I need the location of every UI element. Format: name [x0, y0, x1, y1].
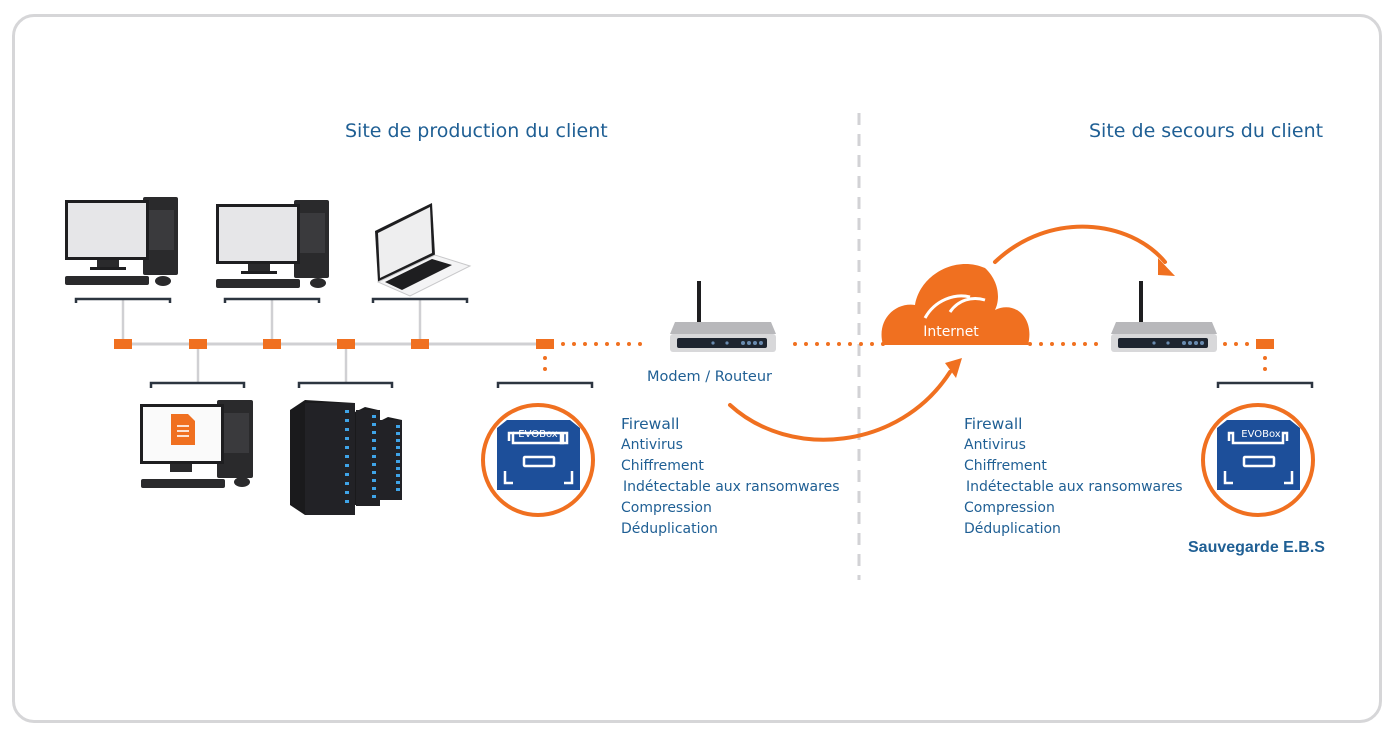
- bracket: [149, 381, 246, 388]
- arrowhead-icon: [1158, 258, 1175, 276]
- bracket: [496, 381, 594, 388]
- server-led: [372, 431, 376, 434]
- production-site-title: Site de production du client: [345, 120, 608, 142]
- bracket: [297, 381, 394, 388]
- server-led: [345, 455, 349, 458]
- port: [189, 339, 207, 349]
- arrow-to-backup-router: [993, 224, 1167, 264]
- feature-item: Chiffrement: [964, 458, 1047, 474]
- server-led: [345, 491, 349, 494]
- server-led: [372, 471, 376, 474]
- features-list-production: Firewall Antivirus Chiffrement Indétecta…: [621, 414, 840, 540]
- evobox-icon: [1201, 403, 1315, 517]
- internet-cloud-icon: [881, 263, 1030, 345]
- router-icon: [1111, 281, 1217, 352]
- server-led: [396, 425, 400, 428]
- server-led: [396, 474, 400, 477]
- feature-item: Firewall: [964, 415, 1023, 433]
- server-led: [396, 467, 400, 470]
- bracket: [371, 297, 469, 303]
- server-led: [372, 463, 376, 466]
- feature-item: Compression: [964, 500, 1055, 516]
- feature-item: Déduplication: [964, 521, 1061, 537]
- port: [1256, 339, 1274, 349]
- feature-item: Indétectable aux ransomwares: [623, 479, 840, 495]
- port: [536, 339, 554, 349]
- port: [411, 339, 429, 349]
- server-led: [372, 487, 376, 490]
- desktop-computer-icon: [216, 200, 329, 288]
- bracket: [223, 297, 321, 303]
- port: [263, 339, 281, 349]
- server-led: [396, 432, 400, 435]
- server-led: [345, 437, 349, 440]
- server-led: [372, 439, 376, 442]
- feature-item: Indétectable aux ransomwares: [966, 479, 1183, 495]
- server-led: [345, 419, 349, 422]
- server-rack-icon: [290, 400, 402, 515]
- server-led: [345, 410, 349, 413]
- feature-item: Antivirus: [964, 437, 1026, 453]
- server-led: [345, 500, 349, 503]
- server-led: [396, 446, 400, 449]
- laptop-icon: [375, 203, 472, 297]
- desktop-computer-icon: [65, 197, 178, 286]
- server-led: [345, 473, 349, 476]
- server-led: [345, 446, 349, 449]
- backup-site-title: Site de secours du client: [1089, 120, 1324, 142]
- bracket: [74, 297, 172, 303]
- backup-label: Sauvegarde E.B.S: [1188, 539, 1325, 556]
- port: [337, 339, 355, 349]
- diagram-frame: [12, 14, 1382, 723]
- file-server-computer-icon: [140, 400, 253, 488]
- server-led: [396, 460, 400, 463]
- server-led: [372, 455, 376, 458]
- features-list-backup: Firewall Antivirus Chiffrement Indétecta…: [964, 414, 1183, 540]
- feature-item: Firewall: [621, 415, 680, 433]
- server-led: [345, 428, 349, 431]
- server-led: [372, 479, 376, 482]
- server-led: [372, 495, 376, 498]
- server-led: [396, 453, 400, 456]
- router-label: Modem / Routeur: [647, 369, 772, 385]
- server-led: [345, 464, 349, 467]
- feature-item: Antivirus: [621, 437, 683, 453]
- server-led: [372, 447, 376, 450]
- server-led: [396, 439, 400, 442]
- cloud-label: Internet: [923, 324, 979, 340]
- evobox-label: EVOBox: [518, 429, 558, 440]
- feature-item: Déduplication: [621, 521, 718, 537]
- arrow-to-internet: [728, 370, 952, 442]
- feature-item: Compression: [621, 500, 712, 516]
- bracket: [1216, 381, 1314, 388]
- port: [114, 339, 132, 349]
- server-led: [345, 482, 349, 485]
- server-led: [396, 488, 400, 491]
- server-led: [372, 415, 376, 418]
- arrowhead-icon: [945, 358, 962, 378]
- router-icon: [670, 281, 776, 352]
- evobox-label: EVOBox: [1241, 429, 1281, 440]
- feature-item: Chiffrement: [621, 458, 704, 474]
- server-led: [396, 481, 400, 484]
- evobox-icon: [481, 403, 595, 517]
- server-led: [372, 423, 376, 426]
